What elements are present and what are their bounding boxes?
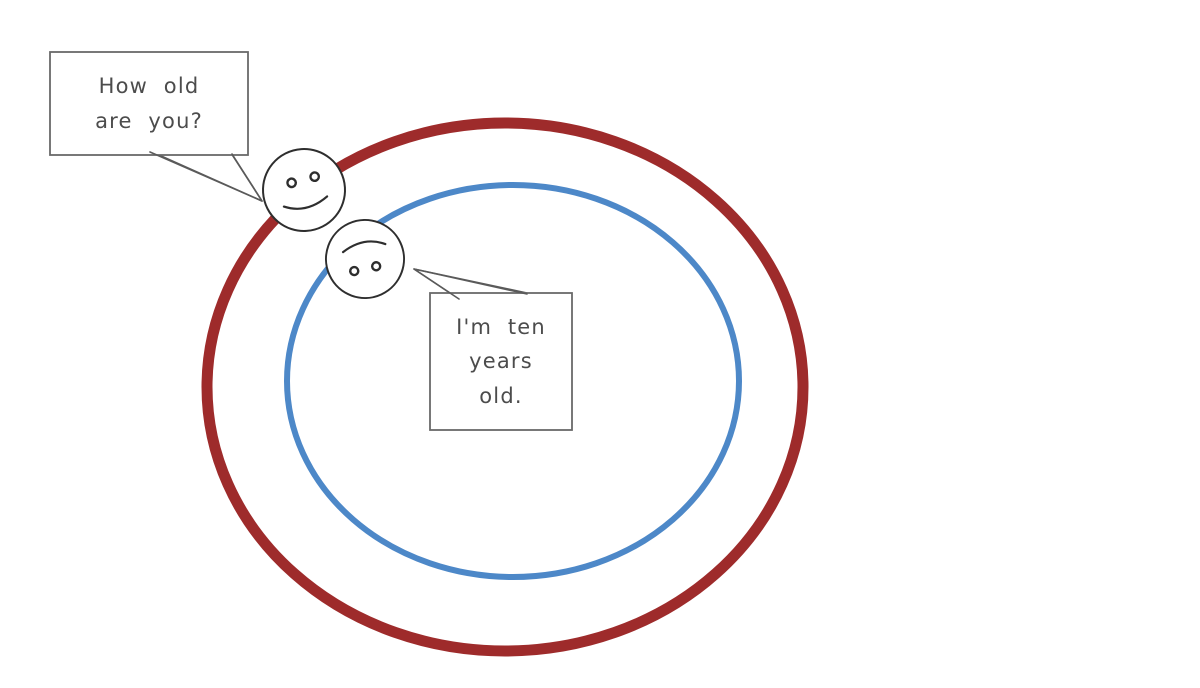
bubble-question-tail-legs bbox=[149, 151, 263, 202]
bubble-answer-box bbox=[429, 292, 573, 431]
face-inner-head bbox=[325, 219, 405, 299]
face-outer-head bbox=[262, 148, 346, 232]
bubble-question bbox=[49, 51, 263, 202]
inner-circle bbox=[284, 182, 742, 580]
face-outer-eye-left bbox=[286, 177, 298, 189]
bubble-question-box bbox=[49, 51, 249, 156]
face-outer-mouth bbox=[282, 195, 329, 210]
bubble-answer-tail-legs bbox=[413, 268, 528, 300]
face-outer bbox=[262, 148, 346, 232]
face-inner-eye-right bbox=[349, 265, 360, 277]
face-inner-mouth bbox=[341, 240, 387, 254]
bubble-answer bbox=[413, 268, 573, 431]
face-outer-eye-right bbox=[309, 171, 321, 183]
face-inner-eye-left bbox=[370, 261, 382, 272]
outer-circle bbox=[201, 117, 809, 657]
face-inner bbox=[325, 219, 405, 299]
